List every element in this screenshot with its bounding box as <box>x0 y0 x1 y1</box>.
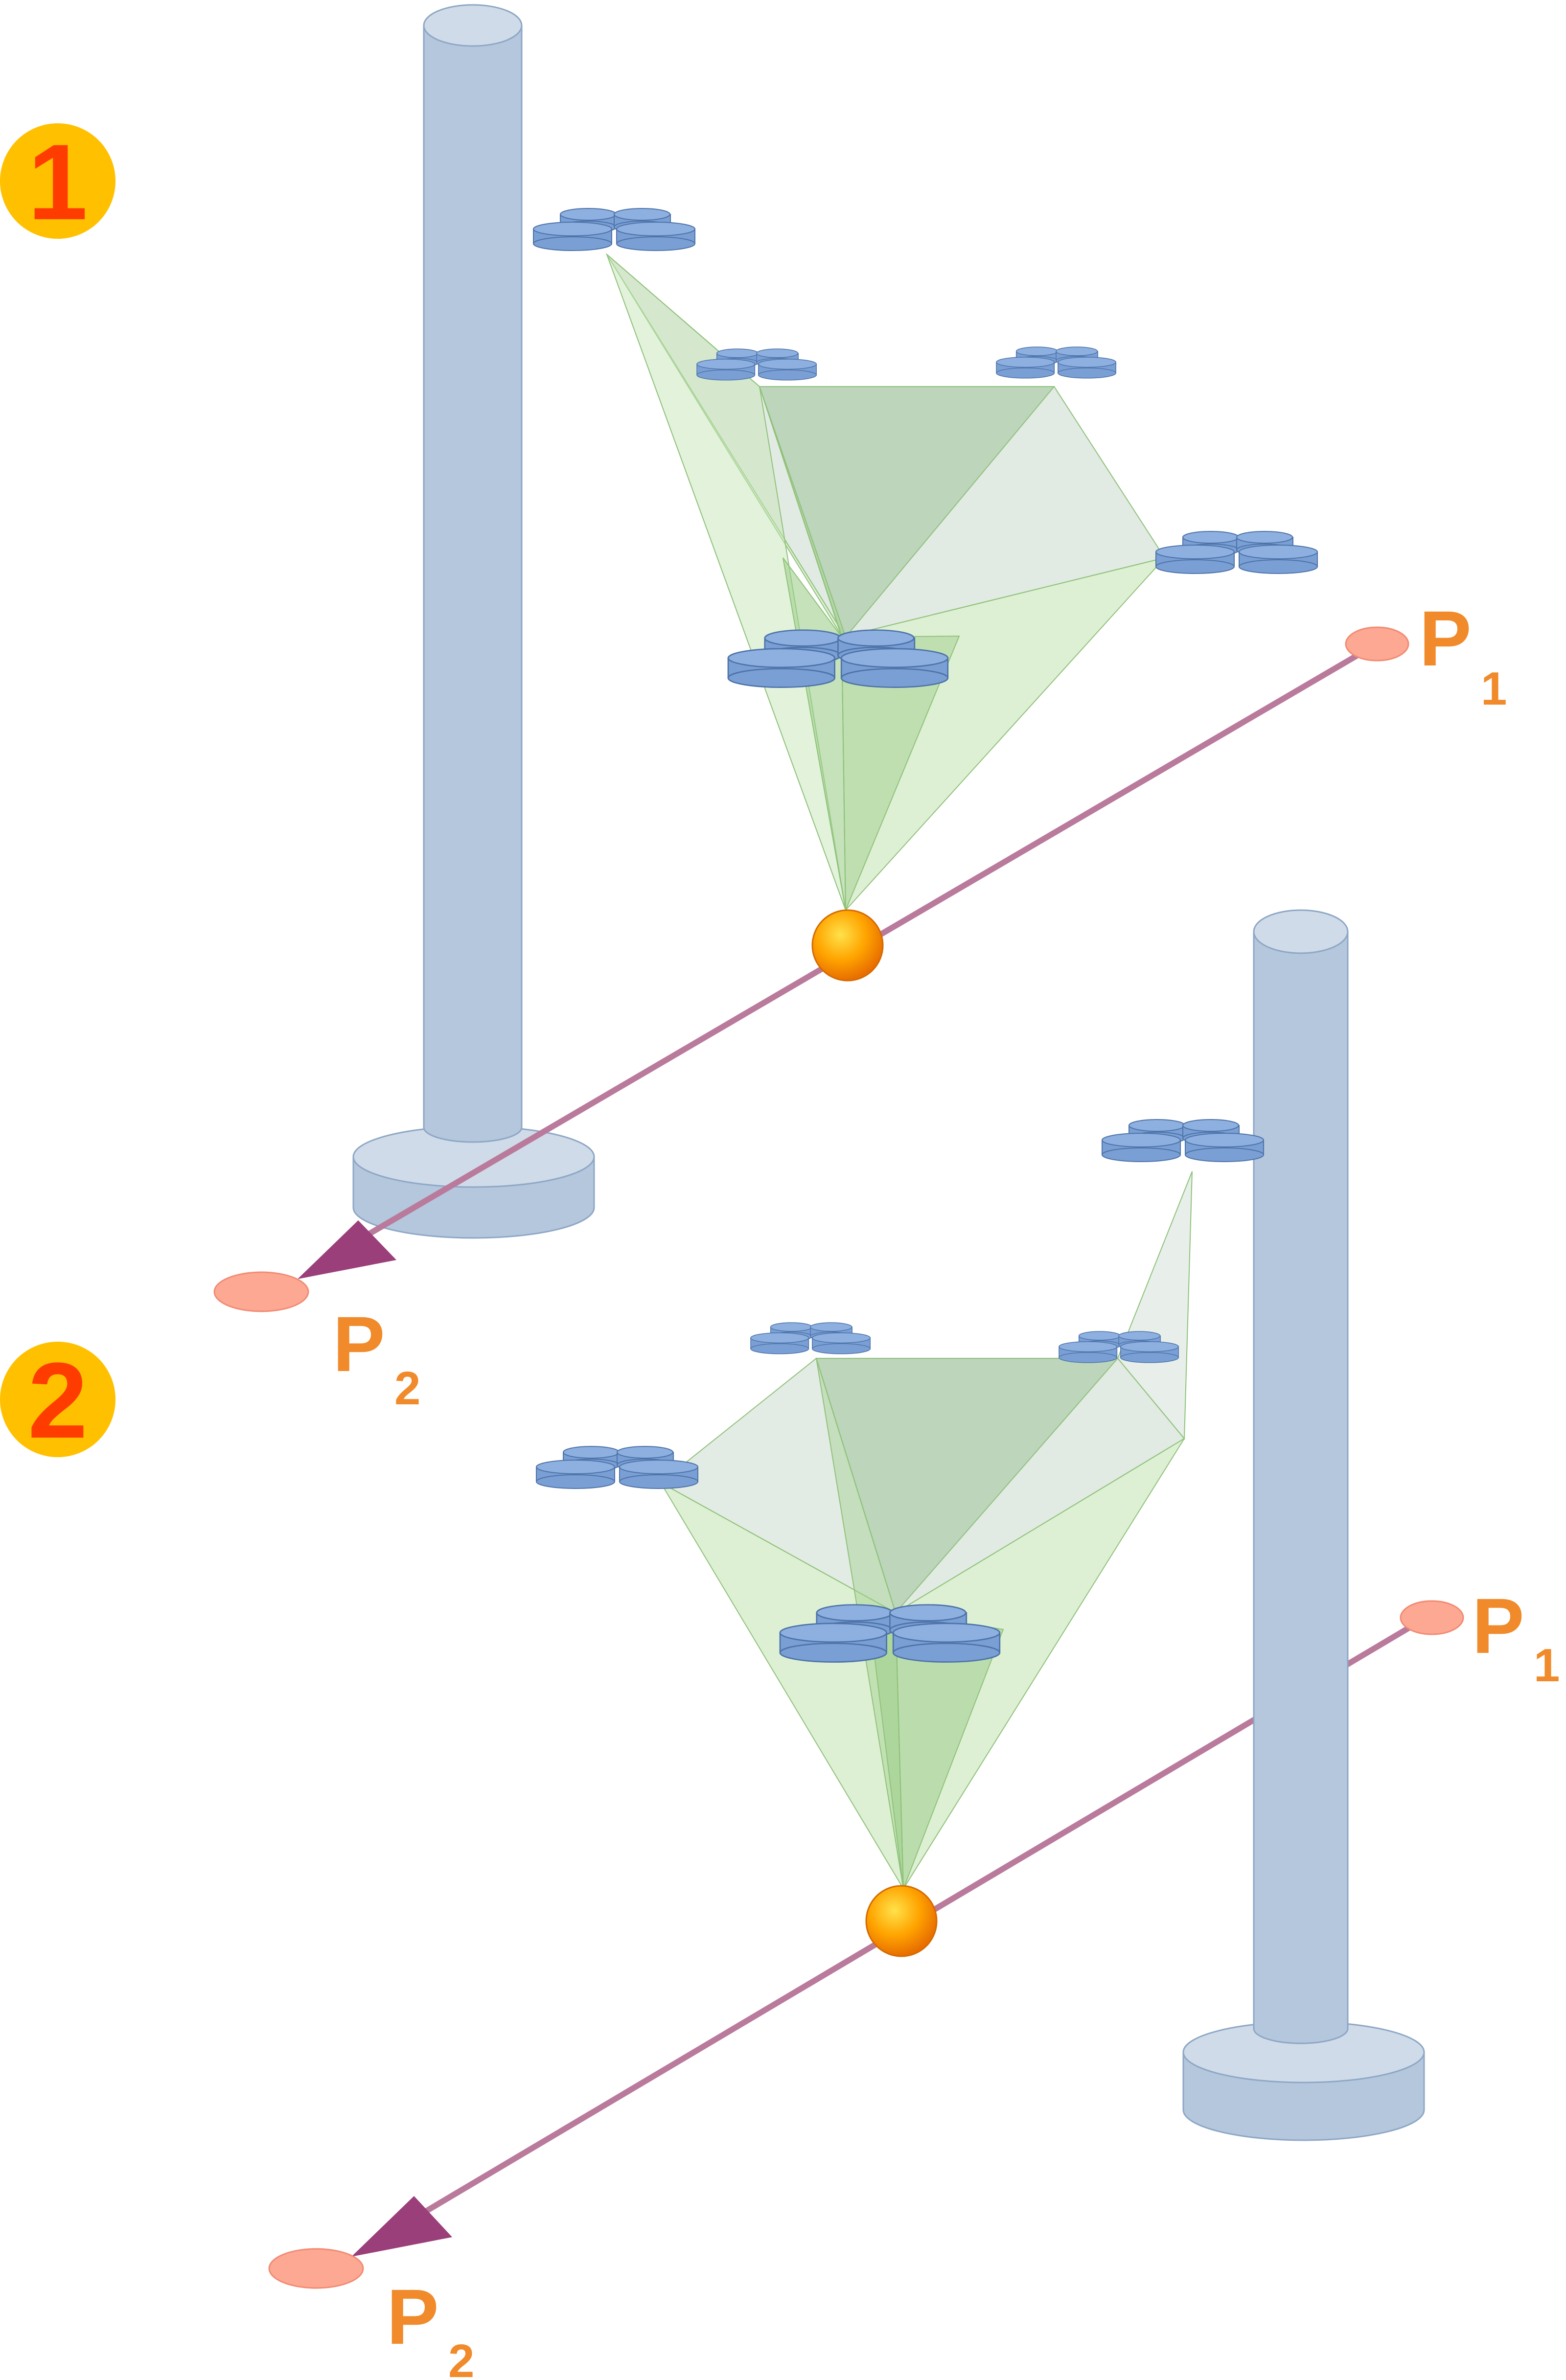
pillar-icon <box>1182 909 1425 2141</box>
drone-icon <box>1102 1119 1264 1162</box>
arrow-head-icon <box>351 2196 452 2257</box>
target-sphere-icon <box>811 909 884 982</box>
p1-subscript: 1 <box>1481 663 1507 715</box>
pillar-icon <box>352 4 595 1239</box>
scene-2: 2 P 1 P 2 <box>0 909 1560 2380</box>
scene-1: 1 P 1 P 2 <box>0 4 1507 1415</box>
drone-icon <box>536 1446 698 1489</box>
point-p1-marker <box>1345 626 1409 662</box>
point-p1-label: P 1 <box>1472 1582 1560 1692</box>
point-p1-marker <box>1400 1600 1464 1635</box>
step-badge-1: 1 <box>0 122 115 242</box>
p1-letter: P <box>1419 595 1472 682</box>
sensing-volume-2 <box>659 1171 1193 1891</box>
point-p2-marker <box>268 2248 364 2289</box>
p1-letter: P <box>1472 1582 1524 1670</box>
p2-subscript: 2 <box>448 2335 474 2380</box>
point-p2-marker <box>213 1271 309 1312</box>
step-badge-2: 2 <box>0 1340 115 1461</box>
step-badge-2-label: 2 <box>28 1340 88 1461</box>
p2-subscript: 2 <box>394 1362 420 1415</box>
target-sphere-icon <box>865 1885 938 1957</box>
sensing-volume-1 <box>605 252 1166 912</box>
drone-icon <box>533 208 695 251</box>
p2-letter: P <box>387 2273 439 2360</box>
step-badge-1-label: 1 <box>28 122 88 242</box>
p2-letter: P <box>333 1300 385 1388</box>
drone-icon <box>996 346 1116 379</box>
drone-icon <box>1155 531 1318 574</box>
point-p2-label: P 2 <box>333 1300 420 1415</box>
point-p1-label: P 1 <box>1419 595 1507 715</box>
p1-subscript: 1 <box>1534 1639 1560 1692</box>
drone-icon <box>750 1322 871 1354</box>
point-p2-label: P 2 <box>387 2273 474 2380</box>
arrow-head-icon <box>298 1220 396 1279</box>
